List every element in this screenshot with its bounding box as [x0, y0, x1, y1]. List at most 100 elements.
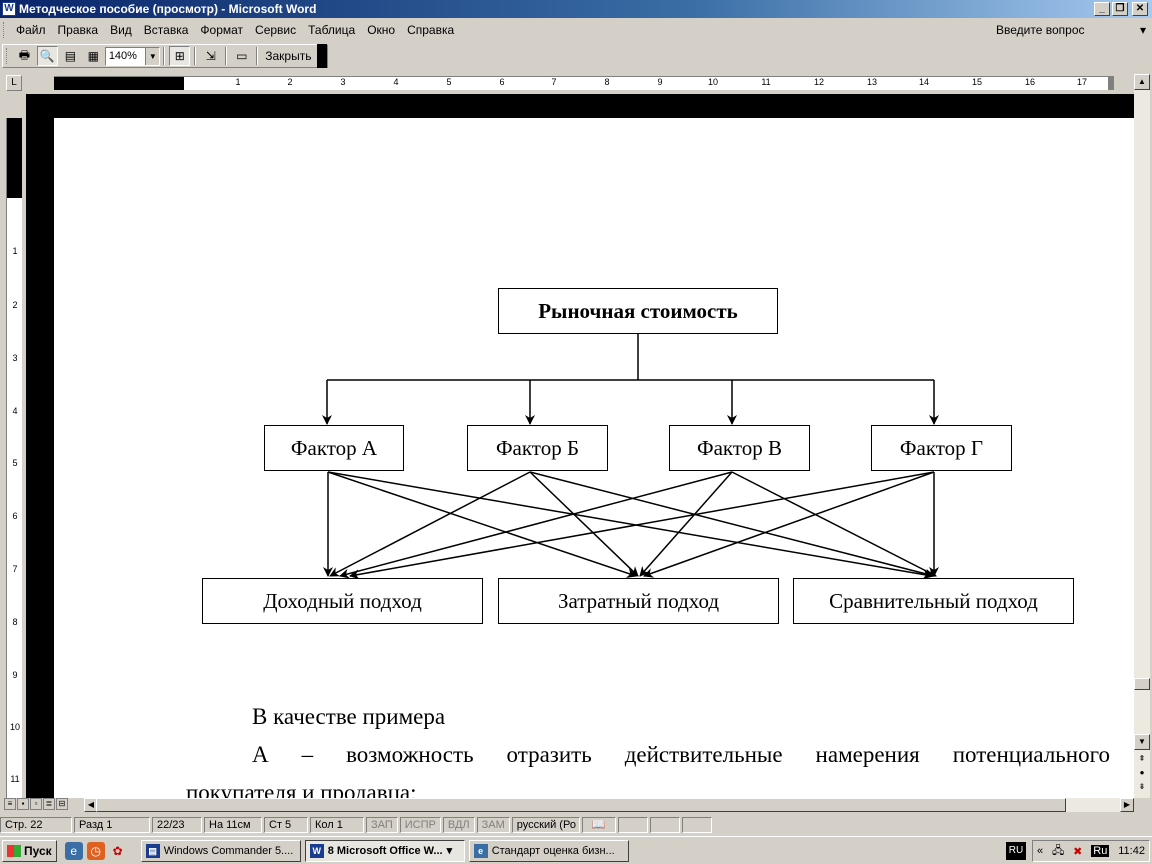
task-windows-commander[interactable]: ▤ Windows Commander 5.... — [140, 839, 301, 862]
normal-view-icon[interactable]: ≡ — [4, 798, 16, 810]
menu-file[interactable]: Файл — [16, 23, 46, 37]
print-icon[interactable]: 🖶 — [18, 47, 31, 62]
magnifier-icon[interactable]: 🔍 — [36, 46, 58, 66]
menu-grip[interactable] — [3, 22, 6, 38]
one-page-icon[interactable]: ▤ — [64, 49, 77, 63]
status-overtype[interactable]: ЗАМ — [476, 817, 510, 833]
zoom-select[interactable]: 140% ▼ — [104, 46, 161, 66]
full-screen-icon[interactable]: ▭ — [236, 49, 248, 63]
browse-object-icon[interactable]: ● — [1139, 768, 1145, 777]
multiple-pages-icon[interactable]: ▦ — [87, 49, 99, 63]
ruler-number: 6 — [12, 511, 18, 521]
status-position: На 11см — [204, 817, 262, 833]
antivirus-icon[interactable]: ✿ — [112, 843, 123, 858]
web-view-icon[interactable]: ▪ — [17, 798, 29, 810]
antivirus-tray-icon[interactable]: ✖ — [1073, 845, 1083, 858]
scroll-left-icon[interactable]: ◀ — [84, 798, 98, 812]
ruler-number: 6 — [499, 77, 505, 87]
shrink-to-fit-icon[interactable]: ⇲ — [205, 49, 216, 63]
tray-language[interactable]: Ru — [1091, 845, 1110, 857]
help-search-box[interactable]: Введите вопрос ▾ — [996, 22, 1146, 38]
toolbar-grip[interactable] — [6, 48, 9, 64]
ruler-number: 9 — [657, 77, 663, 87]
task-office-word[interactable]: W 8 Microsoft Office W... ▾ — [304, 839, 465, 862]
ruler-number: 5 — [12, 458, 18, 468]
reading-view-icon[interactable]: ⊟ — [56, 798, 68, 810]
spelling-book-icon[interactable]: 📖 — [581, 817, 616, 833]
cost-approach-box: Затратный подход — [498, 578, 779, 624]
tab-selector[interactable]: L — [6, 75, 22, 91]
ruler-number: 8 — [12, 617, 18, 627]
scroll-up-icon[interactable]: ▲ — [1134, 74, 1150, 90]
browser-icon[interactable]: e — [64, 841, 83, 860]
menu-window[interactable]: Окно — [367, 23, 396, 37]
ruler-number: 12 — [813, 77, 824, 87]
status-track[interactable]: ИСПР — [399, 817, 441, 833]
horizontal-scroll-row: ≡ ▪ ▫ ≣ ⊟ ◀ ▶ — [0, 798, 1152, 812]
factor-g-box: Фактор Г — [871, 425, 1012, 471]
menu-format[interactable]: Формат — [200, 23, 244, 37]
ruler-number: 7 — [551, 77, 557, 87]
language-indicator[interactable]: RU — [1006, 842, 1026, 860]
menu-insert[interactable]: Вставка — [143, 23, 189, 37]
status-rec[interactable]: ЗАП — [366, 817, 398, 833]
restore-button[interactable]: ❐ — [1112, 2, 1128, 16]
arrow-a-cost — [327, 471, 637, 578]
taskbar: Пуск e ◷ ✿ ▤ Windows Commander 5.... W 8… — [0, 836, 1152, 864]
ruler-number: 9 — [12, 670, 18, 680]
arrow-b-compare — [529, 471, 935, 579]
ruler-number: 15 — [971, 77, 982, 87]
menu-table[interactable]: Таблица — [308, 23, 356, 37]
menu-tools[interactable]: Сервис — [255, 23, 297, 37]
arrow-b-income — [329, 471, 531, 577]
diagram-connectors — [322, 334, 939, 580]
word-app-icon[interactable]: W — [2, 2, 16, 16]
arrow-g-income — [349, 471, 935, 580]
ruler-number: 10 — [707, 77, 718, 87]
status-extend[interactable]: ВДЛ — [442, 817, 475, 833]
menu-view[interactable]: Вид — [110, 23, 132, 37]
ruler-number: 10 — [9, 722, 20, 732]
start-button[interactable]: Пуск — [2, 839, 57, 862]
next-page-icon[interactable]: ⇟ — [1138, 782, 1146, 791]
arrow-v-income — [339, 471, 733, 579]
horizontal-ruler[interactable]: 1 2 3 4 5 6 7 8 9 10 11 12 13 14 15 16 1… — [54, 76, 1114, 90]
ruler-number: 11 — [761, 77, 771, 87]
close-window-button[interactable]: ✕ — [1132, 2, 1148, 16]
outline-view-icon[interactable]: ≣ — [43, 798, 55, 810]
vertical-ruler[interactable]: 1 2 3 4 5 6 7 8 9 10 11 — [6, 118, 22, 798]
status-section: Разд 1 — [74, 817, 150, 833]
document-page[interactable]: Рыночная стоимость Фактор А Фактор Б Фак… — [54, 118, 1134, 798]
clock-app-icon[interactable]: ◷ — [86, 841, 105, 860]
status-bar: Стр. 22 Разд 1 22/23 На 11см Ст 5 Кол 1 … — [0, 815, 1152, 835]
vertical-scrollbar[interactable]: ▲ ▼ ⇞ ● ⇟ — [1134, 74, 1150, 798]
menu-help[interactable]: Справка — [407, 23, 455, 37]
status-page: Стр. 22 — [0, 817, 72, 833]
title-bar: W Методческое пособие (просмотр) - Micro… — [0, 0, 1152, 18]
horizontal-scroll-thumb[interactable] — [96, 798, 1066, 812]
status-line: Ст 5 — [264, 817, 308, 833]
print-preview-toolbar: 🖶 🔍 ▤ ▦ 140% ▼ ⊞ ⇲ ▭ Закрыть — [0, 42, 1152, 70]
menu-edit[interactable]: Правка — [57, 23, 99, 37]
minimize-button[interactable]: _ — [1094, 2, 1110, 16]
previous-page-icon[interactable]: ⇞ — [1138, 754, 1146, 763]
chevron-down-icon[interactable]: ▼ — [145, 47, 160, 65]
print-layout-icon[interactable]: ▫ — [30, 798, 42, 810]
tray-expand-icon[interactable]: « — [1037, 845, 1044, 857]
clock[interactable]: 11:42 — [1118, 845, 1145, 857]
arrow-v-cost — [639, 471, 733, 577]
view-ruler-icon[interactable]: ⊞ — [169, 46, 191, 66]
status-language[interactable]: русский (Ро — [511, 817, 580, 833]
horizontal-scrollbar[interactable]: ◀ ▶ — [84, 798, 1134, 812]
network-icon[interactable]: 🖧 — [1052, 844, 1065, 857]
chevron-down-icon[interactable]: ▾ — [1139, 23, 1146, 37]
ruler-number: 1 — [12, 246, 18, 256]
task-standard-doc[interactable]: e Стандарт оценка бизн... — [468, 839, 629, 862]
factor-b-box: Фактор Б — [467, 425, 608, 471]
scroll-down-icon[interactable]: ▼ — [1134, 734, 1150, 750]
toolbar-options-icon[interactable] — [317, 44, 327, 68]
ruler-number: 2 — [287, 77, 293, 87]
scroll-thumb[interactable] — [1134, 678, 1150, 690]
scroll-right-icon[interactable]: ▶ — [1120, 798, 1134, 812]
close-preview-button[interactable]: Закрыть — [265, 49, 312, 63]
